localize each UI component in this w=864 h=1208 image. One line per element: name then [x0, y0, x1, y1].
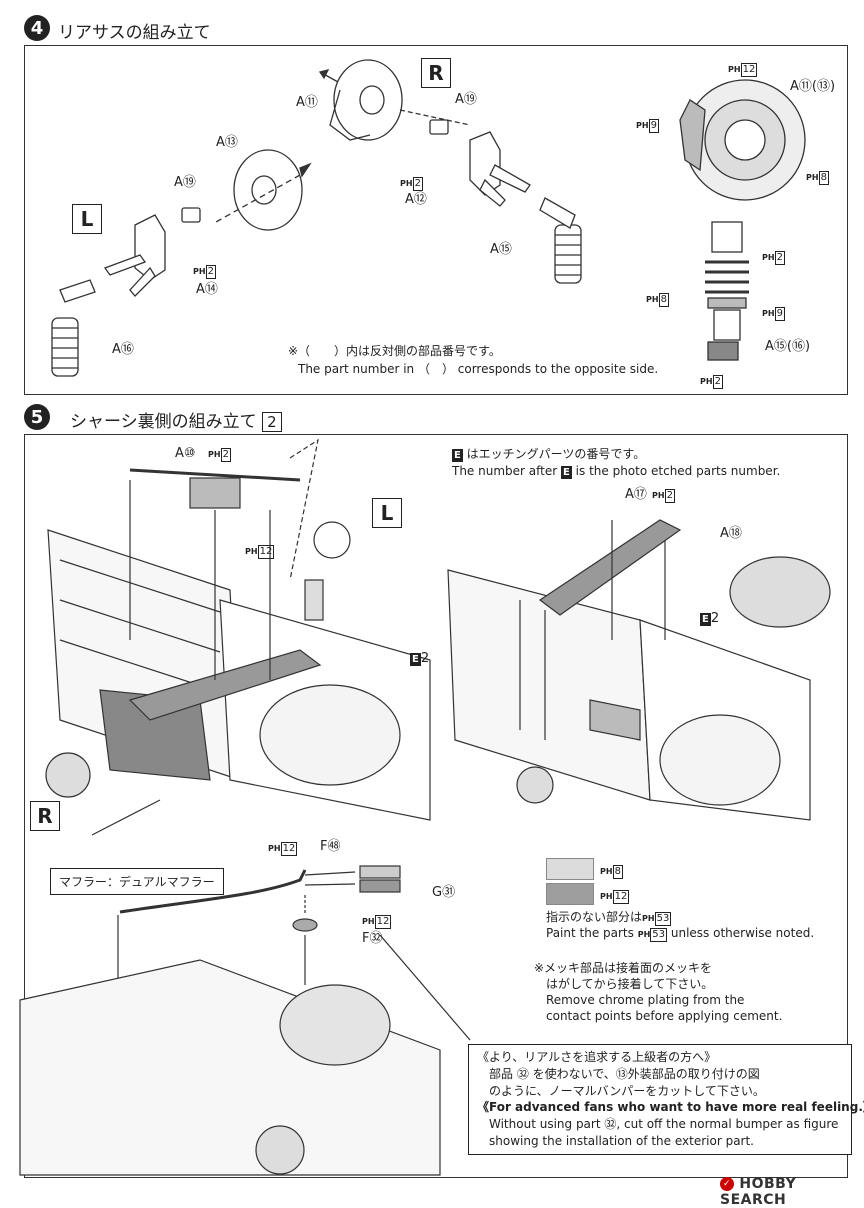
- part-label-a11: A⑪: [296, 95, 318, 110]
- chrome-note-jp-2: はがしてから接着して下さい。: [546, 977, 714, 991]
- advanced-note-en-2: showing the installation of the exterior…: [489, 1133, 754, 1148]
- part-label-a12: A⑫: [405, 192, 427, 207]
- muffler-type-label: マフラー：デュアルマフラー: [50, 868, 224, 895]
- advanced-note-en-title: 《For advanced fans who want to have more…: [477, 1100, 864, 1115]
- shock-label-a15-16: A⑮(⑯): [765, 339, 811, 354]
- part-label-a15: A⑮: [490, 242, 512, 257]
- step-5-left-side-label: L: [372, 498, 402, 528]
- step-4-note-en: The part number in （ ） corresponds to th…: [298, 362, 659, 376]
- advanced-note-jp-2: のように、ノーマルバンパーをカットして下さい。: [489, 1083, 765, 1098]
- etch-note-jp: E はエッチングパーツの番号です。: [452, 447, 646, 462]
- watermark: ✓ HOBBY SEARCH: [720, 1176, 797, 1208]
- chrome-note-en-2: contact points before applying cement.: [546, 1009, 783, 1023]
- chrome-note-jp-1: ※メッキ部品は接着面のメッキを: [534, 961, 713, 975]
- etch-note-en: The number after E is the photo etched p…: [452, 464, 781, 479]
- step-5-title: シャーシ裏側の組み立て 2: [70, 407, 282, 432]
- part-label-a19-right: A⑲: [455, 92, 477, 107]
- advanced-note-en-1: Without using part ㉜, cut off the normal…: [489, 1117, 839, 1132]
- part-label-a18: A⑱: [720, 526, 742, 541]
- advanced-note-jp-1: 部品 ㉜ を使わないで、⑬外装部品の取り付けの図: [489, 1066, 760, 1081]
- swatch-ph12: [546, 883, 594, 905]
- r-brake-disc-drawing: [333, 59, 403, 141]
- swatch-ph8: [546, 858, 594, 880]
- part-label-a13: A⑬: [216, 135, 238, 150]
- step-4-number: 4: [24, 15, 50, 41]
- chrome-note-en-1: Remove chrome plating from the: [546, 993, 745, 1007]
- part-label-a10: A⑩: [175, 446, 196, 461]
- advanced-note-jp-title: 《より、リアルさを追求する上級者の方へ》: [477, 1050, 717, 1064]
- part-label-f52: F㉜: [362, 931, 383, 946]
- advanced-fans-note: 《より、リアルさを追求する上級者の方へ》 部品 ㉜ を使わないで、⑬外装部品の取…: [468, 1044, 864, 1155]
- step-5-right-side-label: R: [30, 801, 60, 831]
- step-5-number: 5: [24, 404, 50, 430]
- step-4-left-side-label: L: [72, 204, 102, 234]
- rotor-label-a11-13: A⑪(⑬): [790, 79, 836, 94]
- step-5-part-number-box: 2: [262, 412, 282, 432]
- step-4-note-jp: ※（ ）内は反対側の部品番号です。: [288, 344, 501, 358]
- part-label-a14: A⑭: [196, 282, 218, 297]
- step-4-title: リアサスの組み立て: [58, 23, 211, 43]
- part-label-a19-left: A⑲: [174, 175, 196, 190]
- part-label-f58: F㊽: [320, 839, 341, 854]
- part-label-a16: A⑯: [112, 342, 134, 357]
- part-label-g61: G㉛: [432, 885, 456, 900]
- step-4-right-side-label: R: [421, 58, 451, 88]
- hobby-search-logo-icon: ✓: [720, 1177, 734, 1191]
- part-label-a17: A⑰: [625, 487, 647, 502]
